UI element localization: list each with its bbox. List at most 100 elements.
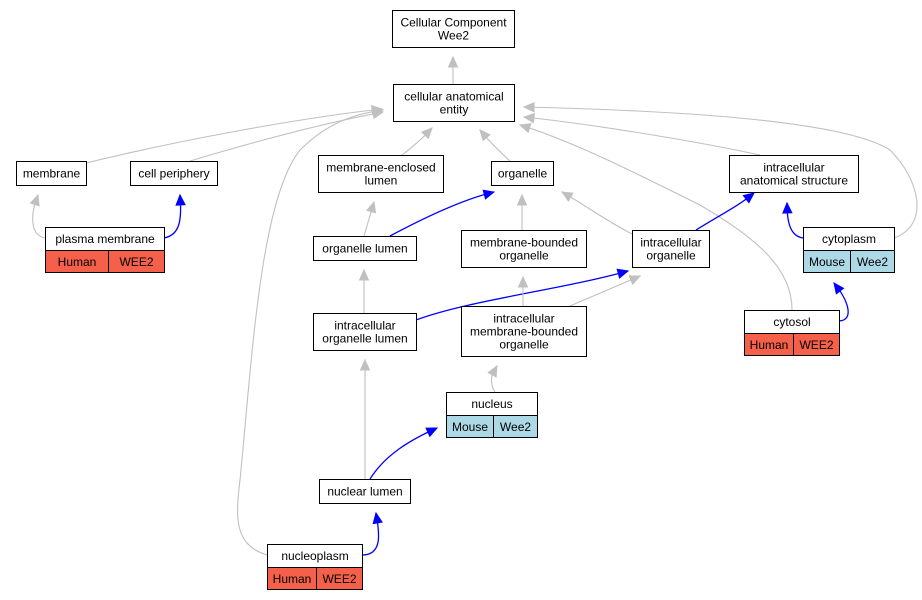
species-cell: Mouse [809, 255, 845, 269]
node-label: organelle [498, 167, 548, 181]
edge-intra_mem_bounded-to-intra_org [569, 275, 642, 307]
is-a-arrowhead-icon [29, 193, 40, 207]
edge-line [237, 109, 384, 556]
node-box [632, 230, 710, 268]
edge-organelle_lumen-to-organelle [389, 189, 496, 237]
node-nuclear-lumen[interactable]: nuclear lumen [319, 479, 411, 504]
node-box [319, 479, 411, 504]
is-a-arrowhead-icon [517, 275, 529, 288]
species-cell: Human [58, 255, 97, 269]
is-a-arrowhead-icon [371, 106, 385, 117]
edge-intra_mem_bounded-to-mem_bounded_org [517, 275, 529, 306]
edge-nucleoplasm-to-nuclear_lumen [361, 511, 383, 556]
part-of-arrowhead-icon [833, 282, 845, 295]
is-a-arrowhead-icon [518, 123, 532, 134]
node-label: organelle [499, 338, 549, 352]
edge-line [561, 191, 633, 235]
node-cell-periphery[interactable]: cell periphery [130, 161, 218, 186]
edge-cytosol-to-cae [518, 123, 793, 311]
node-box [16, 161, 87, 186]
annotation-row [803, 250, 895, 273]
node-label: nuclear lumen [327, 485, 402, 499]
node-label: membrane [23, 167, 81, 181]
is-a-arrowhead-icon [628, 275, 642, 286]
is-a-arrowhead-icon [522, 101, 535, 113]
edge-line [189, 111, 384, 162]
is-a-arrowhead-icon [479, 129, 491, 142]
node-box [130, 161, 218, 186]
node-organelle[interactable]: organelle [491, 161, 554, 186]
node-label: Cellular Component [400, 16, 507, 30]
edge-layer [29, 55, 918, 556]
node-label: membrane-bounded [470, 236, 578, 250]
edge-cytoplasm-to-ias [782, 201, 804, 239]
is-a-arrowhead-icon [420, 127, 433, 140]
edge-organelle-to-cae [479, 129, 511, 162]
node-box [313, 313, 417, 351]
node-box [491, 161, 554, 186]
is-a-arrowhead-icon [358, 268, 370, 281]
gene-cell: WEE2 [322, 572, 356, 586]
edge-ias-to-cae [522, 112, 761, 156]
node-label: cellular anatomical [404, 90, 503, 104]
edge-line [389, 191, 495, 237]
node-label: intracellular [493, 312, 554, 326]
node-label: organelle lumen [322, 242, 407, 256]
node-label: plasma membrane [55, 232, 155, 246]
node-label: intracellular [334, 319, 395, 333]
annotation-row [744, 333, 840, 356]
node-box [461, 306, 587, 357]
edge-plasma_membrane-to-membrane [29, 193, 46, 239]
node-label: cytoplasm [822, 232, 876, 246]
is-a-arrowhead-icon [447, 55, 459, 68]
node-box [318, 155, 444, 193]
part-of-arrowhead-icon [175, 193, 186, 206]
part-of-arrowhead-icon [616, 268, 630, 279]
species-cell: Human [273, 572, 312, 586]
node-label: entity [440, 103, 469, 117]
edge-mem_bounded_org-to-organelle [516, 193, 528, 230]
node-organelle-lumen[interactable]: organelle lumen [313, 236, 417, 261]
node-label: anatomical structure [740, 174, 848, 188]
node-box [461, 230, 587, 268]
edge-intra_org_lumen-to-intra_org [415, 268, 630, 321]
is-a-arrowhead-icon [522, 112, 536, 124]
node-label: membrane-bounded [470, 325, 578, 339]
species-cell: Human [750, 338, 789, 352]
is-a-arrowhead-icon [560, 191, 574, 202]
node-box [313, 236, 417, 261]
edge-line [85, 108, 383, 164]
gene-cell: WEE2 [799, 338, 833, 352]
node-label: organelle [646, 249, 696, 263]
node-label: organelle lumen [322, 332, 407, 346]
node-box [729, 155, 859, 193]
node-membrane[interactable]: membrane [16, 161, 87, 186]
is-a-arrowhead-icon [516, 193, 528, 206]
node-label: cytosol [773, 315, 810, 329]
edge-line [519, 124, 793, 311]
gene-cell: Wee2 [857, 255, 888, 269]
annotation-row [45, 250, 165, 273]
is-a-arrowhead-icon [365, 200, 377, 214]
edge-cytoplasm-to-cae [522, 101, 918, 239]
part-of-arrowhead-icon [782, 201, 793, 214]
part-of-arrowhead-icon [482, 189, 496, 200]
gene-cell: Wee2 [500, 420, 531, 434]
edge-nucleus-to-intra_mem_bounded [487, 364, 498, 393]
edge-intra_org-to-organelle [560, 191, 633, 235]
